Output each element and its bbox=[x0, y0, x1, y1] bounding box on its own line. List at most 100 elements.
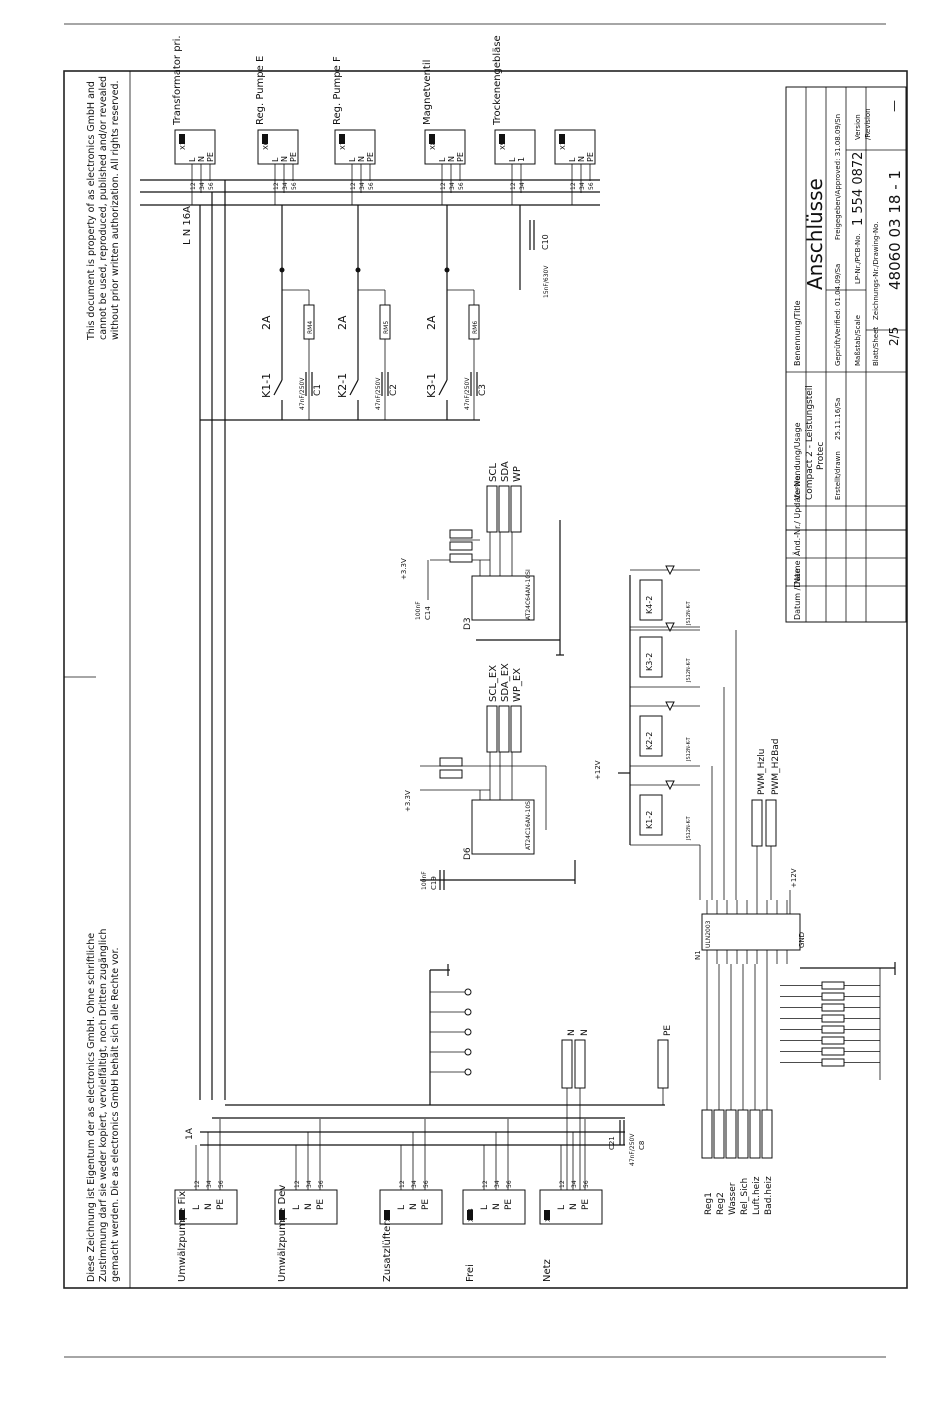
signal-terminal-body bbox=[737, 1109, 749, 1159]
bus-terminal-label: WP_EX bbox=[512, 668, 523, 702]
connector-net-wrap: 12 bbox=[350, 182, 357, 190]
connector-net-wrap: 12 bbox=[559, 1180, 566, 1188]
driver-part: ULN2003 bbox=[705, 920, 712, 948]
connector-pin-wrap: PE bbox=[206, 152, 215, 162]
coil-part: JS12N-K-T bbox=[686, 657, 692, 683]
relay-cap-label: C3 bbox=[478, 384, 488, 396]
connector-id: X6 bbox=[262, 140, 270, 150]
connector-pin: L bbox=[188, 157, 197, 162]
connector-id: X5 bbox=[544, 1213, 552, 1222]
relay-contact-label: K3-1 bbox=[425, 373, 438, 398]
connector-pin: N bbox=[357, 156, 366, 162]
ic-d3-cap: C14 bbox=[424, 606, 432, 620]
connector-pin: L bbox=[192, 1205, 202, 1210]
connector-body bbox=[174, 1189, 238, 1225]
connector-net: 56 bbox=[458, 182, 465, 190]
pwm-h2bad-label: PWM_H2Bad bbox=[771, 739, 781, 796]
signal-label: Reg2 bbox=[716, 1192, 726, 1215]
relay-cap-label-wrap: C2 bbox=[389, 384, 399, 396]
connector-label-wrap: Magnetventil bbox=[422, 60, 433, 125]
connector-net-wrap: 56 bbox=[218, 1180, 225, 1188]
connector-body bbox=[274, 1189, 338, 1225]
connector-id-wrap: X2 bbox=[279, 1213, 287, 1222]
connector-pin-wrap: N bbox=[357, 156, 366, 162]
cap-c21-label: C21 bbox=[608, 1136, 616, 1150]
connector-net: 34 bbox=[206, 1180, 213, 1188]
connector-pin-wrap: PE bbox=[581, 1199, 591, 1210]
connector-pin-wrap: L bbox=[271, 157, 280, 162]
connector-pin-wrap: PE bbox=[586, 152, 595, 162]
connector-pin-wrap: N bbox=[304, 1203, 314, 1210]
connector-net: 34 bbox=[579, 182, 586, 190]
relay-contact-label-wrap: K3-1 bbox=[425, 373, 438, 398]
notice-de-line3: gemacht werden. Die as electronics GmbH … bbox=[110, 947, 121, 1282]
connector-pin: N bbox=[409, 1203, 419, 1210]
connector-id-wrap: X1 bbox=[179, 141, 187, 150]
title-block: Benennung/Title Anschlüsse Verwendung/Us… bbox=[785, 86, 907, 623]
connector-pin: L bbox=[348, 157, 357, 162]
lower-bus: 1A C21 C8 47nF/250V bbox=[185, 964, 665, 1166]
connector-id: X9 bbox=[499, 141, 507, 150]
relay-cap-label: C2 bbox=[389, 384, 399, 396]
coil-body bbox=[639, 794, 663, 836]
ic-d6-label: D6 bbox=[463, 847, 473, 860]
cap-c8-value: 47nF/250V bbox=[629, 1133, 636, 1166]
connector-id-wrap: X14 bbox=[467, 1208, 475, 1222]
connector-key-icon bbox=[384, 1210, 390, 1220]
connector-key-icon bbox=[179, 134, 185, 144]
coil-part-wrap: JS12N-K-T bbox=[686, 736, 692, 762]
relay-fuse-label-wrap: 2A bbox=[260, 315, 273, 330]
terminal-icon bbox=[464, 1048, 472, 1056]
relay-contact-icon bbox=[349, 379, 359, 396]
ic-d6-supply: +3.3V bbox=[404, 790, 412, 812]
connector-label: Zusatzlüfter bbox=[382, 1221, 393, 1282]
connector-net: 56 bbox=[588, 182, 595, 190]
coil-label: K4-2 bbox=[645, 596, 654, 614]
connector-net: 56 bbox=[218, 1180, 225, 1188]
connector-net-wrap: 12 bbox=[440, 182, 447, 190]
signal-label-wrap: Bad.heiz bbox=[764, 1176, 774, 1215]
signal-luftheiz: Luft.heiz bbox=[749, 964, 762, 1215]
notice-de-line2: Zustimmung darf sie weder kopiert, vervi… bbox=[98, 929, 109, 1282]
relay-cap-label: C1 bbox=[313, 384, 323, 396]
connector-key-icon bbox=[544, 1210, 550, 1220]
connector-label: Transformator pri. bbox=[172, 35, 183, 126]
coil-label: K3-2 bbox=[645, 653, 654, 671]
coil-label: K2-2 bbox=[645, 732, 654, 750]
connector-pin: PE bbox=[586, 152, 595, 162]
connector-net-wrap: 56 bbox=[588, 182, 595, 190]
relay-fuse-label: 2A bbox=[425, 315, 438, 330]
connector-pin: N bbox=[569, 1203, 579, 1210]
ladder-resistor bbox=[821, 1036, 845, 1045]
connector-label: Trockenengebläse bbox=[492, 35, 503, 126]
coil-part: JS12N-K-T bbox=[686, 736, 692, 762]
connector-pin: PE bbox=[316, 1199, 326, 1210]
signal-reg2: Reg2 bbox=[713, 964, 726, 1215]
connector-pin: L bbox=[271, 157, 280, 162]
drawn-value: 25.11.16/Sa bbox=[834, 398, 842, 440]
connector-pin: L bbox=[397, 1205, 407, 1210]
connector-pin: 1 bbox=[517, 157, 526, 162]
coil-part: JS12N-K-T bbox=[686, 815, 692, 841]
rev-update-header: Änd.-Nr./ Update-No. bbox=[792, 473, 802, 556]
connector-pin: N bbox=[304, 1203, 314, 1210]
relay-contact-label: K2-1 bbox=[336, 373, 349, 398]
signal-wasser: Wasser bbox=[725, 964, 738, 1215]
connector-label-wrap: Transformator pri. bbox=[172, 35, 183, 126]
ic-d3-part: AT24C64AN-10SI bbox=[525, 569, 532, 620]
connector-net-wrap: 34 bbox=[571, 1180, 578, 1188]
bus-terminal-scl: SCL bbox=[486, 463, 499, 533]
version-value: — bbox=[887, 100, 901, 112]
connector-id: X4 bbox=[179, 1212, 187, 1222]
coil-body bbox=[639, 636, 663, 678]
connector-label-wrap: Netz bbox=[542, 1259, 553, 1282]
checked-by: Geprüft/Verified: 01.04.09/Sa bbox=[834, 264, 842, 366]
